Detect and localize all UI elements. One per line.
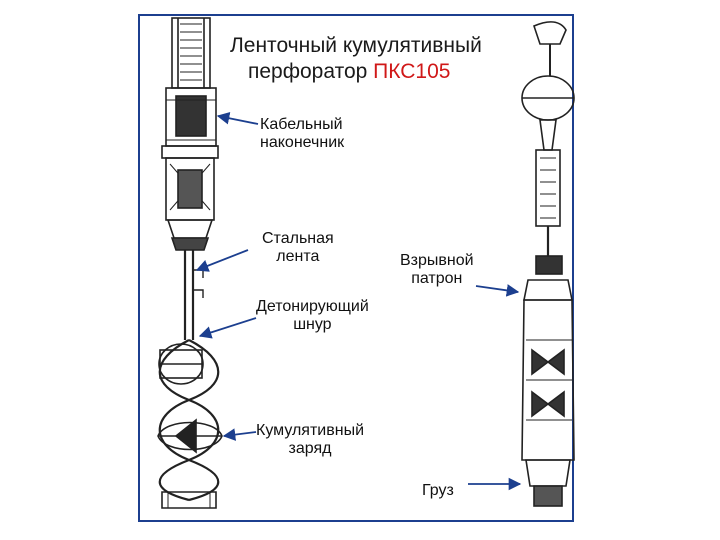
blasting-cap [523, 279, 573, 301]
arrow-detonating-cord [198, 317, 257, 339]
arrow-cable-head [216, 112, 259, 125]
left-assembly [157, 17, 223, 509]
title-accent: ПКС105 [373, 60, 451, 83]
weight-body [521, 299, 575, 461]
label-weight: Груз [422, 482, 454, 499]
diagram-title-line2: перфоратор ПКС105 [248, 60, 450, 84]
label-detonating-cord: Детонирующий шнур [256, 298, 369, 333]
upper-shaped-charge [158, 343, 204, 385]
label-arrows [195, 112, 522, 491]
right-strip-housing [535, 149, 561, 227]
label-cable-head: Кабельный наконечник [260, 116, 345, 151]
arrow-shaped-charge [222, 428, 257, 441]
arrow-steel-strip [195, 249, 249, 272]
label-blasting-cap: Взрывной патрон [400, 252, 474, 287]
diagram-frame [138, 14, 574, 522]
title-prefix: перфоратор [248, 60, 374, 83]
label-shaped-charge: Кумулятивный заряд [256, 422, 365, 457]
arrow-blasting-cap [475, 284, 520, 297]
diagram-title-line1: Ленточный кумулятивный [230, 34, 482, 57]
label-steel-strip: Стальная лента [262, 230, 334, 265]
right-assembly [521, 21, 575, 507]
